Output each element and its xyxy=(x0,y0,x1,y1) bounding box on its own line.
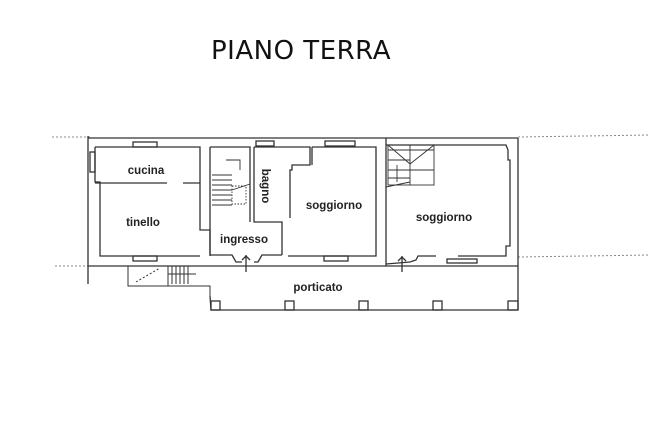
room-label-tinello: tinello xyxy=(126,217,160,229)
cucina-tinello-block xyxy=(89,141,211,262)
room-label-porticato: porticato xyxy=(293,282,342,294)
room-label-soggiorno-2: soggiorno xyxy=(416,212,472,224)
room-label-ingresso: ingresso xyxy=(220,234,268,246)
room-label-soggiorno-1: soggiorno xyxy=(306,200,362,212)
title-text: PIANO TERRA xyxy=(211,36,391,66)
room-label-bagno: bagno xyxy=(259,169,271,204)
page-title: PIANO TERRA xyxy=(0,36,650,66)
room-label-cucina: cucina xyxy=(128,165,165,177)
bagno-block xyxy=(253,140,311,255)
ingresso-block xyxy=(209,146,282,272)
soggiorno-1-block xyxy=(288,140,377,262)
soggiorno-2-block xyxy=(385,138,511,272)
side-stairs xyxy=(127,266,211,296)
porticato-block xyxy=(209,295,519,311)
boundary-lines xyxy=(52,134,650,267)
